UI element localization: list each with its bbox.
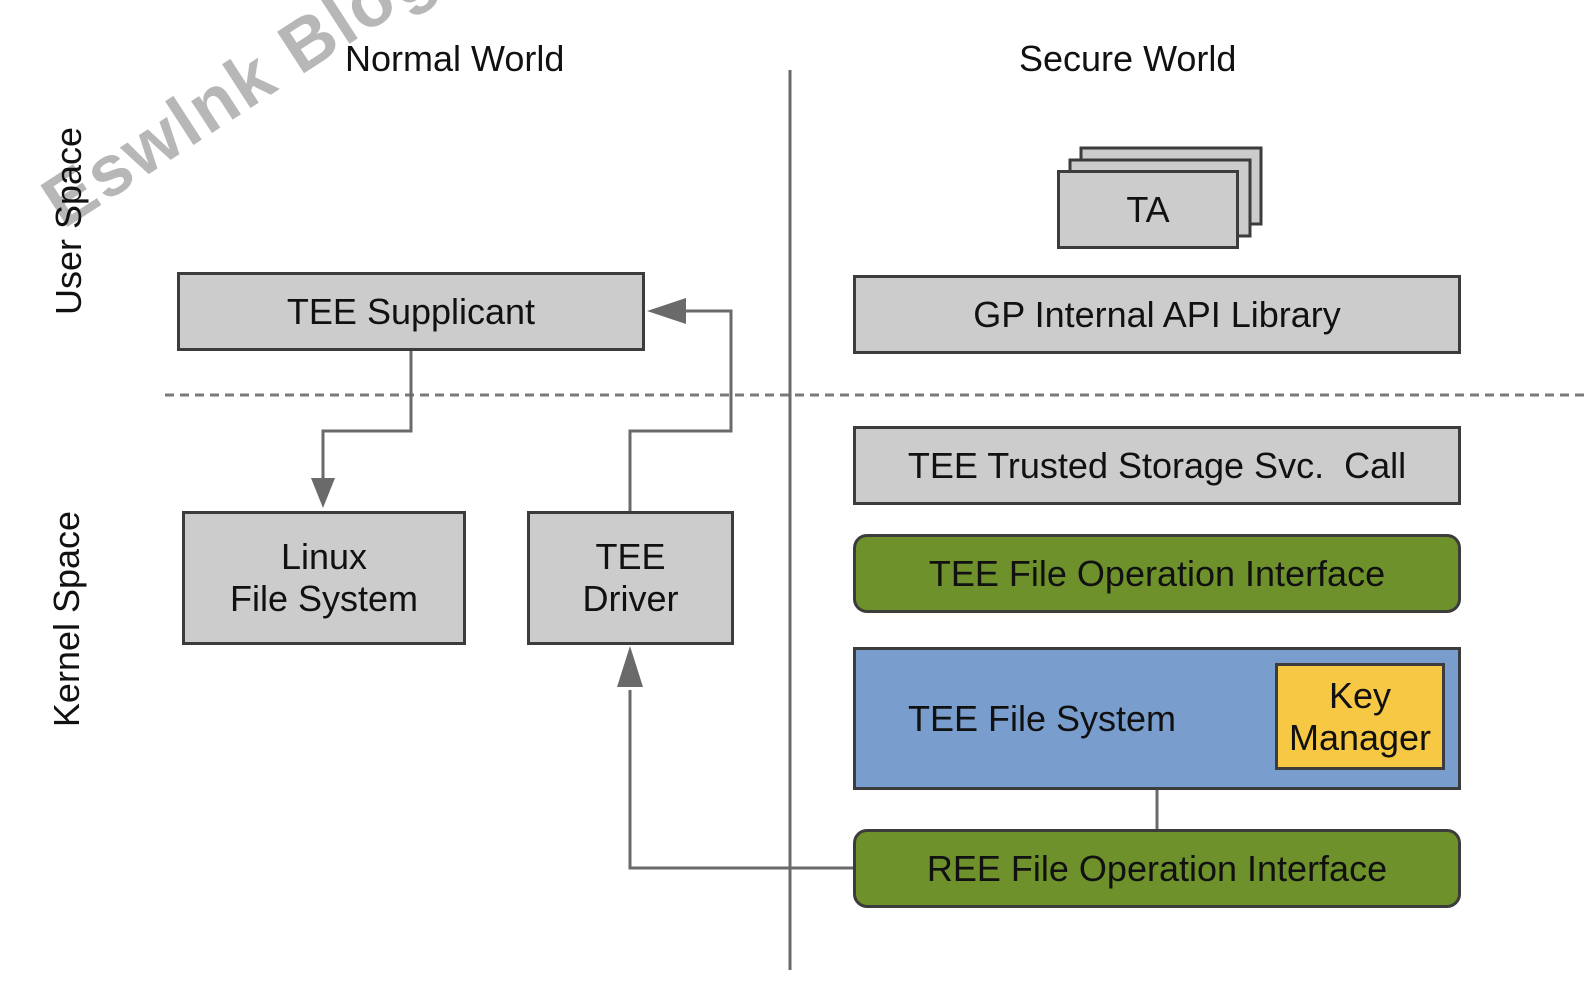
tee-driver-box[interactable]: TEE Driver [527, 511, 734, 645]
arrowhead-down-icon [311, 478, 335, 508]
tee-file-system-label: TEE File System [908, 697, 1177, 739]
header-secure-world: Secure World [1019, 38, 1237, 79]
ree-file-op-interface-box[interactable]: REE File Operation Interface [853, 829, 1461, 908]
trusted-storage-call-box[interactable]: TEE Trusted Storage Svc. Call [853, 426, 1461, 505]
linux-fs-label-line1: Linux [280, 536, 368, 577]
header-normal-world: Normal World [345, 38, 565, 79]
key-manager-label-line2: Manager [1288, 716, 1432, 758]
gp-internal-api-box[interactable]: GP Internal API Library [853, 275, 1461, 354]
ree-file-op-interface-label: REE File Operation Interface [926, 847, 1388, 889]
tee-file-op-interface-box[interactable]: TEE File Operation Interface [853, 534, 1461, 613]
ta-box[interactable]: TA [1057, 170, 1239, 249]
arrowhead-up-icon [617, 646, 643, 687]
linux-file-system-box[interactable]: Linux File System [182, 511, 466, 645]
linux-fs-label-line2: File System [229, 578, 419, 619]
ta-label: TA [1126, 188, 1170, 230]
arrow-supplicant-to-linux-fs [321, 350, 413, 480]
arrow-ree-to-driver [628, 690, 855, 870]
tee-supplicant-box[interactable]: TEE Supplicant [177, 272, 645, 351]
label-user-space: User Space [48, 126, 89, 316]
key-manager-box[interactable]: Key Manager [1275, 663, 1445, 770]
key-manager-label-line1: Key [1328, 674, 1392, 716]
tee-supplicant-label: TEE Supplicant [286, 290, 536, 332]
tee-file-op-interface-label: TEE File Operation Interface [928, 552, 1386, 594]
tee-driver-label-line2: Driver [582, 578, 679, 619]
arrow-driver-to-supplicant [628, 309, 733, 512]
gp-internal-api-label: GP Internal API Library [973, 293, 1341, 335]
label-kernel-space: Kernel Space [46, 510, 87, 728]
tee-driver-label-line1: TEE [595, 536, 666, 577]
arrowhead-left-icon [647, 298, 686, 324]
trusted-storage-call-label: TEE Trusted Storage Svc. Call [907, 444, 1407, 486]
